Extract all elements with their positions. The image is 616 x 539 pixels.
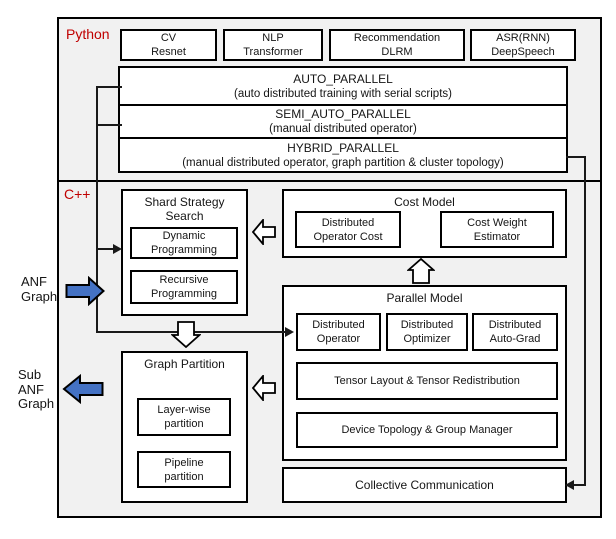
box-label: Recursive xyxy=(159,274,209,286)
box-label: Distributed xyxy=(400,319,454,331)
recursive-programming-box: Recursive Programming xyxy=(130,270,238,304)
python-cpp-divider xyxy=(57,180,602,182)
box-label: partition xyxy=(164,418,204,430)
dynamic-programming-box: Dynamic Programming xyxy=(130,227,238,259)
box-label: Pipeline xyxy=(164,456,204,469)
box-label: Device Topology & Group Manager xyxy=(341,424,513,436)
box-label: Distributed xyxy=(312,319,365,331)
hollow-arrow-up-icon xyxy=(407,258,435,284)
distributed-operator-box: Distributed Operator xyxy=(296,313,381,351)
cpp-section-label: C++ xyxy=(64,186,91,202)
arrowhead-to-collective xyxy=(565,480,574,490)
connector-hybrid-stub xyxy=(566,156,586,158)
anf-graph-label: ANF Graph xyxy=(21,274,58,304)
app-label: NLP xyxy=(262,32,284,44)
distributed-optimizer-box: Distributed Optimizer xyxy=(386,313,468,351)
box-label: Collective Communication xyxy=(355,477,494,492)
box-label: Distributed xyxy=(321,216,375,229)
app-label: CV xyxy=(160,32,177,44)
connector-right-vertical xyxy=(584,156,586,486)
hollow-arrow-left-icon xyxy=(252,219,276,245)
box-label: Distributed xyxy=(488,319,542,331)
label-line: Graph xyxy=(18,396,55,411)
container-title: Graph Partition xyxy=(144,357,225,371)
container-title: Cost Model xyxy=(394,195,455,209)
app-box-nlp-transformer: NLP Transformer xyxy=(223,29,323,61)
box-label: Operator xyxy=(316,333,361,345)
app-label: DeepSpeech xyxy=(491,46,555,58)
sub-anf-graph-output-arrow-icon xyxy=(62,374,104,404)
connector-semi-auto-stub xyxy=(96,124,122,126)
device-topology-group-manager-box: Device Topology & Group Manager xyxy=(296,412,558,448)
sub-anf-graph-label: Sub ANF Graph xyxy=(18,367,55,412)
box-label: Tensor Layout & Tensor Redistribution xyxy=(334,375,520,387)
mode-description: (manual distributed operator, graph part… xyxy=(182,156,504,169)
mode-description: (manual distributed operator) xyxy=(269,123,417,135)
cost-weight-estimator-box: Cost Weight Estimator xyxy=(440,211,554,248)
label-line: ANF xyxy=(18,381,44,397)
app-label: ASR(RNN) xyxy=(496,32,550,44)
box-label: Dynamic xyxy=(162,230,206,242)
connector-trunk-vertical xyxy=(96,86,98,333)
mode-bar-semi-auto-parallel: SEMI_AUTO_PARALLEL (manual distributed o… xyxy=(118,104,568,139)
box-label: Programming xyxy=(150,244,218,256)
mode-title: HYBRID_PARALLEL xyxy=(287,140,399,155)
box-label: Programming xyxy=(150,288,218,300)
hollow-arrow-left-icon xyxy=(252,375,276,401)
layer-wise-partition-box: Layer-wise partition xyxy=(137,398,231,436)
container-title: Shard Strategy xyxy=(144,195,225,209)
box-label: Estimator xyxy=(473,230,521,243)
distributed-operator-cost-box: Distributed Operator Cost xyxy=(295,211,401,248)
mode-title: SEMI_AUTO_PARALLEL xyxy=(275,107,411,121)
collective-communication-box: Collective Communication xyxy=(282,467,567,503)
mode-bar-auto-parallel: AUTO_PARALLEL (auto distributed training… xyxy=(118,66,568,106)
box-label: Layer-wise xyxy=(157,404,211,416)
label-line: Sub xyxy=(18,367,42,382)
app-box-recommendation-dlrm: Recommendation DLRM xyxy=(329,29,465,61)
connector-to-collective xyxy=(573,484,586,486)
connector-to-shard-search xyxy=(96,248,114,250)
mode-description: (auto distributed training with serial s… xyxy=(234,87,452,100)
mode-bar-hybrid-parallel: HYBRID_PARALLEL (manual distributed oper… xyxy=(118,137,568,173)
container-title: Search xyxy=(165,209,204,223)
app-label: Transformer xyxy=(243,46,303,58)
app-label: Recommendation xyxy=(353,32,441,44)
app-box-asr-deepspeech: ASR(RNN) DeepSpeech xyxy=(470,29,576,61)
box-label: Cost Weight xyxy=(467,216,527,229)
distributed-auto-grad-box: Distributed Auto-Grad xyxy=(472,313,558,351)
tensor-layout-redistribution-box: Tensor Layout & Tensor Redistribution xyxy=(296,362,558,400)
anf-graph-input-arrow-icon xyxy=(65,276,105,306)
arrowhead-to-distributed-operator xyxy=(285,327,294,337)
mode-title: AUTO_PARALLEL xyxy=(293,71,393,86)
connector-auto-parallel-stub xyxy=(96,86,122,88)
box-label: partition xyxy=(164,470,204,483)
python-section-label: Python xyxy=(66,26,110,42)
app-label: Resnet xyxy=(151,46,186,58)
arrowhead-to-shard-search xyxy=(113,244,122,254)
hollow-arrow-down-icon xyxy=(171,321,201,348)
container-title: Parallel Model xyxy=(386,291,463,305)
box-label: Optimizer xyxy=(403,333,451,345)
pipeline-partition-box: Pipeline partition xyxy=(137,451,231,488)
app-label: DLRM xyxy=(381,46,413,58)
box-label: Operator Cost xyxy=(313,230,383,243)
app-box-cv-resnet: CV Resnet xyxy=(120,29,217,61)
label-line: Graph xyxy=(21,288,58,304)
label-line: ANF xyxy=(21,274,47,289)
box-label: Auto-Grad xyxy=(489,333,541,345)
